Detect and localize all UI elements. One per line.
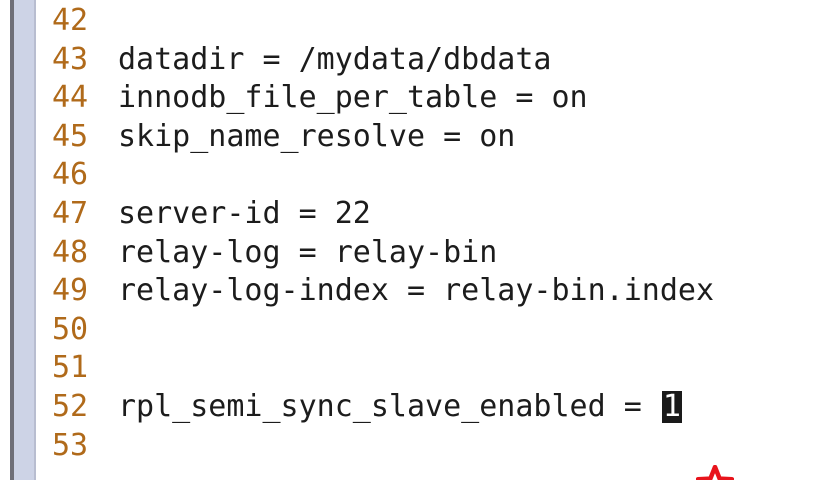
line-text: skip_name_resolve = on [118, 118, 516, 154]
code-line-51[interactable]: 51 [52, 349, 734, 388]
line-text: relay-log = relay-bin [118, 234, 498, 270]
line-number: 52 [52, 388, 89, 424]
code-line-43[interactable]: 43 datadir = /mydata/dbdata [52, 41, 734, 80]
line-number: 43 [52, 41, 89, 77]
line-text: datadir = /mydata/dbdata [118, 41, 552, 77]
code-lines: 42 43 datadir = /mydata/dbdata 44 innodb… [52, 2, 734, 480]
line-number: 42 [52, 3, 89, 38]
line-text: relay-log-index = relay-bin.index [118, 273, 715, 309]
star-outline-icon [695, 388, 734, 480]
code-line-47[interactable]: 47 server-id = 22 [52, 195, 734, 234]
code-line-50[interactable]: 50 [52, 311, 734, 350]
line-number: 49 [52, 273, 89, 309]
editor-gutter [14, 0, 34, 480]
line-number: 51 [52, 350, 89, 386]
code-line-42[interactable]: 42 [52, 2, 734, 41]
line-number: 47 [52, 195, 89, 231]
text-cursor-selection[interactable]: 1 [661, 389, 682, 425]
code-line-48[interactable]: 48 relay-log = relay-bin [52, 234, 734, 273]
line-number: 45 [52, 118, 89, 154]
code-line-44[interactable]: 44 innodb_file_per_table = on [52, 79, 734, 118]
gutter-divider [34, 0, 36, 480]
line-number: 50 [52, 311, 89, 347]
code-line-49[interactable]: 49 relay-log-index = relay-bin.index [52, 272, 734, 311]
line-text: innodb_file_per_table = on [118, 80, 588, 116]
line-number: 53 [52, 427, 89, 463]
line-text: server-id = 22 [118, 195, 371, 231]
code-line-46[interactable]: 46 [52, 156, 734, 195]
line-text: rpl_semi_sync_slave_enabled = [118, 388, 660, 424]
line-number: 48 [52, 234, 89, 270]
code-line-52[interactable]: 52 rpl_semi_sync_slave_enabled = 1 [52, 388, 734, 480]
line-number: 44 [52, 80, 89, 116]
editor-left-border [10, 0, 14, 480]
line-number: 46 [52, 157, 89, 193]
code-line-53[interactable]: 53 [52, 427, 734, 466]
code-line-45[interactable]: 45 skip_name_resolve = on [52, 118, 734, 157]
